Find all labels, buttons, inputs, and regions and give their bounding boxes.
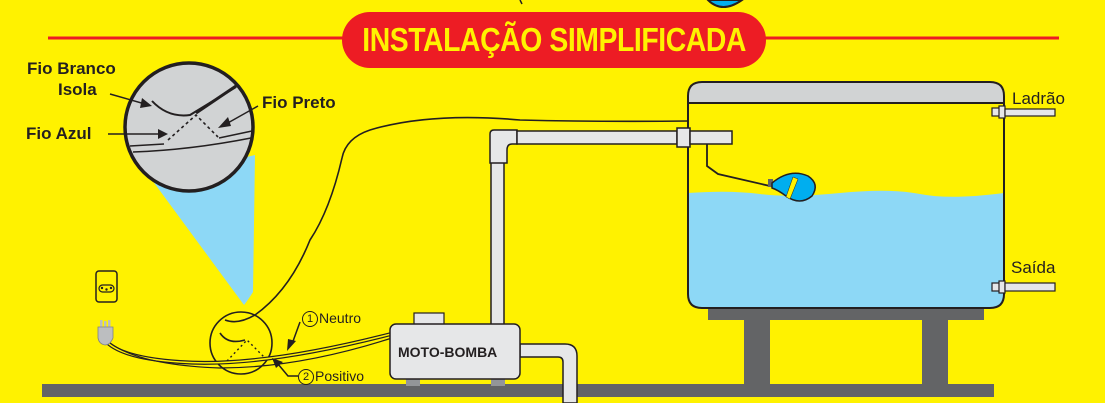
float-switch-icon: [706, 144, 816, 202]
moto-bomba: [389, 312, 521, 386]
label-ladrao: Ladrão: [1012, 89, 1065, 108]
zoom-callout-circle: [108, 61, 259, 193]
ground-bar: [42, 384, 994, 397]
label-saida: Saída: [1011, 258, 1056, 277]
outlet-pipe: [991, 280, 1056, 294]
junction-circle: [209, 311, 273, 375]
label-fio-preto: Fio Preto: [262, 93, 336, 112]
neutro-text: Neutro: [319, 310, 362, 326]
tank-stand: [708, 308, 984, 386]
positivo-text: Positivo: [315, 368, 365, 384]
neutro-number-badge: 1: [302, 311, 318, 328]
top-cut-icon: [706, 0, 744, 8]
float-cable: [224, 116, 689, 323]
zoom-cone: [152, 155, 255, 305]
power-plug-icon: [97, 320, 114, 346]
overflow-pipe: [991, 105, 1056, 119]
positivo-number-badge: 2: [298, 369, 314, 386]
page-title: INSTALAÇÃO SIMPLIFICADA: [362, 21, 746, 58]
wall-socket-icon: [95, 270, 118, 303]
suction-pipe: [519, 343, 578, 403]
pump-label: MOTO-BOMBA: [398, 344, 498, 360]
label-isola: Isola: [58, 80, 97, 99]
label-fio-branco: Fio Branco: [27, 59, 116, 78]
title-banner: INSTALAÇÃO SIMPLIFICADA: [342, 12, 766, 68]
inlet-pipe: [489, 127, 733, 336]
label-fio-azul: Fio Azul: [26, 124, 92, 143]
water-tank: [687, 81, 1005, 309]
